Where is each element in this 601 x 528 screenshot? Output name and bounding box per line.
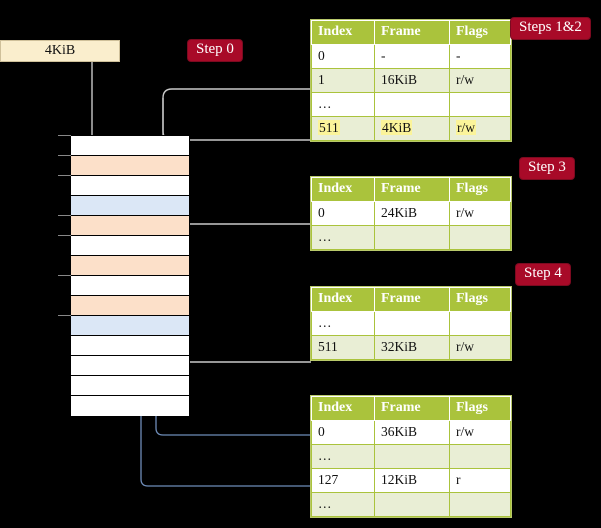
memory-frame-5 (71, 236, 189, 256)
badge-step-4: Step 4 (516, 264, 570, 285)
cell-flags: r/w (449, 201, 511, 226)
cell-frame (374, 311, 450, 336)
table-row: 511 4KiB r/w (311, 116, 511, 141)
cell-frame: 4KiB (374, 116, 450, 141)
table-row: … (311, 492, 511, 517)
highlighted-value: r/w (456, 120, 476, 135)
cell-index: 511 (311, 335, 375, 360)
memory-frame-13 (71, 396, 189, 416)
column-header-frame: Frame (374, 177, 450, 202)
cell-frame: - (374, 44, 450, 69)
cell-frame (374, 492, 450, 517)
badge-steps-1-2: Steps 1&2 (511, 18, 590, 39)
table-row: … (311, 225, 511, 250)
cell-frame (374, 225, 450, 250)
badge-step-3: Step 3 (520, 158, 574, 179)
column-header-flags: Flags (449, 177, 511, 202)
cell-flags (449, 311, 511, 336)
table-row: … (311, 92, 511, 117)
cell-index: … (311, 92, 375, 117)
cell-flags (449, 492, 511, 517)
memory-tick-1 (58, 155, 71, 156)
cell-frame: 32KiB (374, 335, 450, 360)
cell-frame: 24KiB (374, 201, 450, 226)
memory-frame-8 (71, 296, 189, 316)
column-header-frame: Frame (374, 20, 450, 45)
memory-tick-3 (58, 215, 71, 216)
cell-frame: 16KiB (374, 68, 450, 93)
column-header-flags: Flags (449, 287, 511, 312)
column-header-flags: Flags (449, 20, 511, 45)
physical-memory-column (70, 135, 190, 416)
memory-frame-12 (71, 376, 189, 396)
cell-frame: 12KiB (374, 468, 450, 493)
column-header-index: Index (311, 177, 375, 202)
memory-frame-4 (71, 216, 189, 236)
column-header-index: Index (311, 20, 375, 45)
cell-index: 0 (311, 201, 375, 226)
table-row: … (311, 311, 511, 336)
cell-flags (449, 92, 511, 117)
memory-frame-11 (71, 356, 189, 376)
cell-index: 0 (311, 420, 375, 445)
memory-frame-9 (71, 316, 189, 336)
column-header-index: Index (311, 396, 375, 421)
cell-index: … (311, 311, 375, 336)
highlighted-value: 511 (318, 120, 340, 135)
request-size-label: 4KiB (44, 43, 76, 58)
memory-frame-2 (71, 176, 189, 196)
cell-flags: r/w (449, 420, 511, 445)
memory-frame-1 (71, 156, 189, 176)
memory-tick-5 (58, 275, 71, 276)
cell-frame (374, 444, 450, 469)
cell-index: 0 (311, 44, 375, 69)
cell-index: 1 (311, 68, 375, 93)
memory-frame-6 (71, 256, 189, 276)
badge-step-0: Step 0 (188, 40, 242, 61)
cell-flags: - (449, 44, 511, 69)
memory-frame-7 (71, 276, 189, 296)
cell-index: 127 (311, 468, 375, 493)
table-row: 0-- (311, 44, 511, 69)
request-size-box: 4KiB (0, 40, 120, 62)
highlighted-value: 4KiB (381, 120, 413, 135)
memory-frame-3 (71, 196, 189, 216)
column-header-frame: Frame (374, 396, 450, 421)
memory-tick-2 (58, 175, 71, 176)
cell-frame (374, 92, 450, 117)
cell-flags: r/w (449, 68, 511, 93)
cell-index: … (311, 225, 375, 250)
cell-frame: 36KiB (374, 420, 450, 445)
table-row: … (311, 444, 511, 469)
memory-tick-4 (58, 235, 71, 236)
cell-flags: r/w (449, 335, 511, 360)
cell-flags: r/w (449, 116, 511, 141)
memory-frame-0 (71, 136, 189, 156)
memory-tick-6 (58, 315, 71, 316)
cell-flags: r (449, 468, 511, 493)
cell-flags (449, 225, 511, 250)
column-header-flags: Flags (449, 396, 511, 421)
column-header-frame: Frame (374, 287, 450, 312)
column-header-index: Index (311, 287, 375, 312)
memory-frame-10 (71, 336, 189, 356)
cell-index: 511 (311, 116, 375, 141)
cell-flags (449, 444, 511, 469)
cell-index: … (311, 444, 375, 469)
memory-tick-0 (58, 135, 71, 136)
cell-index: … (311, 492, 375, 517)
